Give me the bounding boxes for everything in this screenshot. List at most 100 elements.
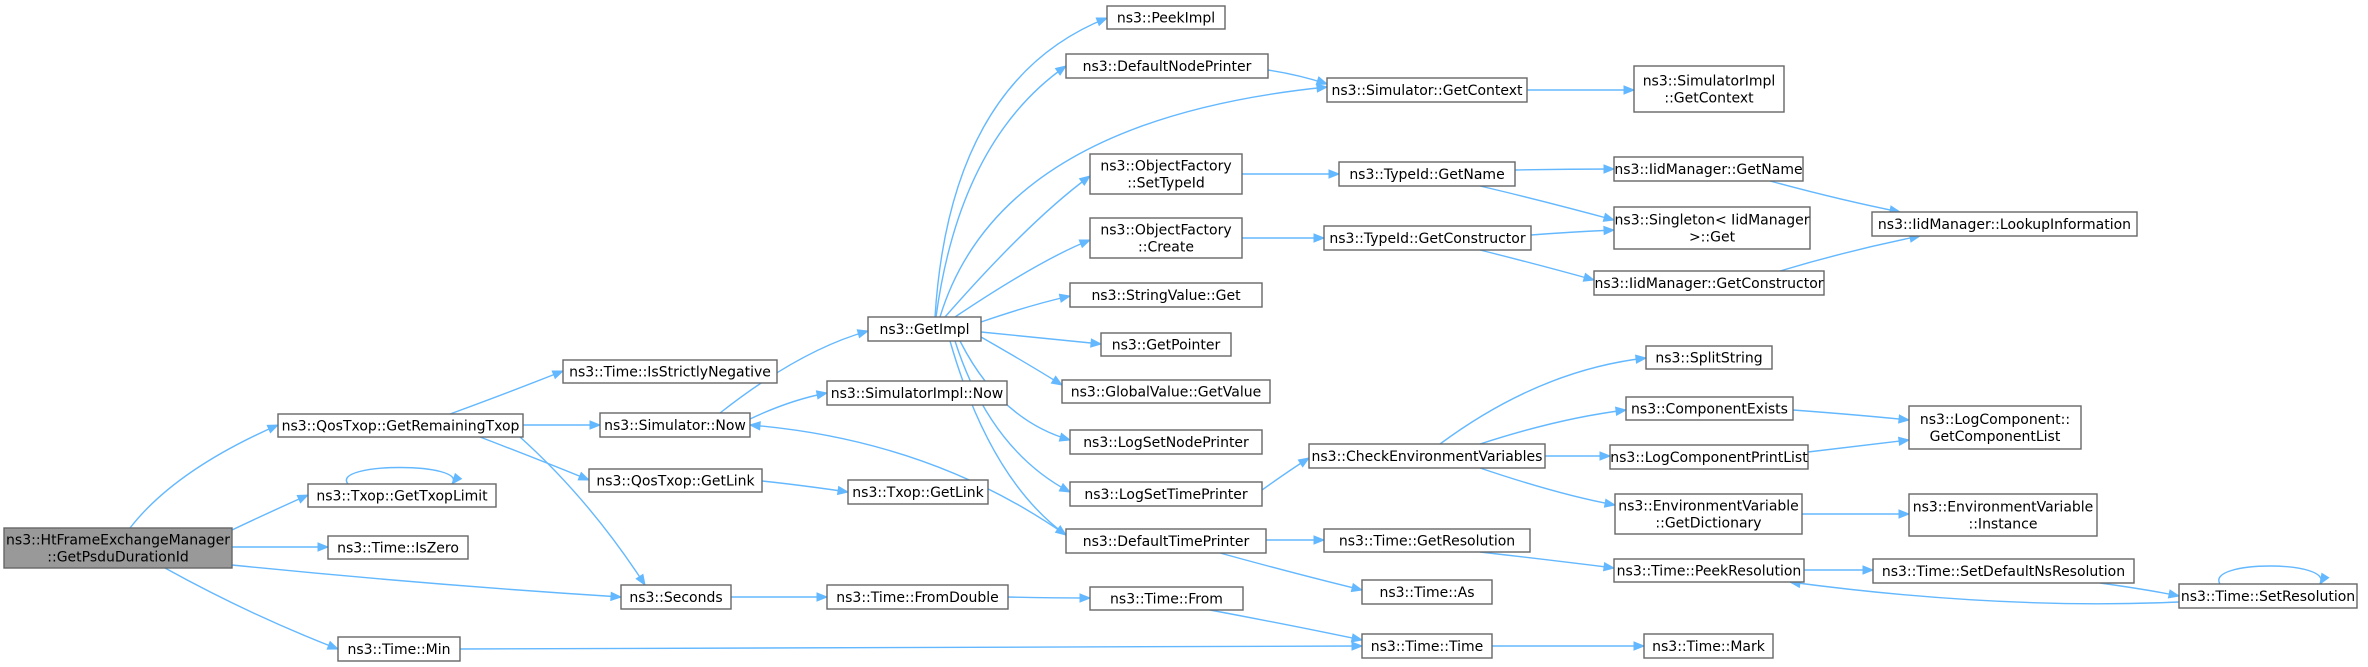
node-sim-now[interactable]: ns3::Simulator::Now (599, 412, 751, 438)
node-box (1633, 65, 1785, 113)
node-label: ns3::Time::Mark (1652, 639, 1766, 655)
node-label: ::GetPsduDurationId (47, 550, 188, 566)
node-label: ns3::Simulator::GetContext (1331, 83, 1523, 99)
node-time-from[interactable]: ns3::Time::From (1089, 586, 1244, 611)
node-label: ns3::EnvironmentVariable (1618, 499, 1799, 515)
node-label: GetComponentList (1930, 429, 2061, 445)
node-label: ::Instance (1969, 517, 2038, 533)
node-logcompprint[interactable]: ns3::LogComponentPrintList (1609, 444, 1809, 470)
node-box (1338, 161, 1516, 187)
node-box (277, 413, 524, 438)
node-label: ns3::DefaultTimePrinter (1083, 534, 1250, 550)
edge-time_getres-to-peekres (1479, 551, 1616, 572)
edge-deftimeprinter-to-time_as (1219, 552, 1364, 593)
node-label: ns3::ComponentExists (1631, 402, 1788, 418)
node-box (562, 359, 778, 384)
node-label: ns3::Time::IsStrictlyNegative (569, 365, 771, 381)
node-strictneg[interactable]: ns3::Time::IsStrictlyNegative (562, 359, 778, 384)
edge-envvar_getdict-to-envvar_instance (1801, 509, 1911, 519)
node-envvar-instance[interactable]: ns3::EnvironmentVariable::Instance (1908, 493, 2098, 537)
node-simimpl-getcontext[interactable]: ns3::SimulatorImpl::GetContext (1633, 65, 1785, 113)
edge-sim_now-to-getimpl (719, 329, 870, 414)
node-txop-getlink[interactable]: ns3::Txop::GetLink (847, 479, 989, 505)
arrowhead (1603, 225, 1616, 236)
node-iid-getctor[interactable]: ns3::IidManager::GetConstructor (1593, 270, 1825, 296)
node-box (1871, 211, 2138, 237)
node-typeid-getctor[interactable]: ns3::TypeId::GetConstructor (1323, 225, 1532, 251)
node-label: ns3::Time::FromDouble (836, 590, 999, 606)
node-time-as[interactable]: ns3::Time::As (1361, 579, 1493, 605)
node-setres[interactable]: ns3::Time::SetResolution (2178, 583, 2358, 609)
node-compexists[interactable]: ns3::ComponentExists (1625, 396, 1794, 421)
edge-qos_remaining-to-seconds (519, 436, 646, 587)
edge-root-to-qos_remaining (129, 424, 280, 529)
node-deftimeprinter[interactable]: ns3::DefaultTimePrinter (1065, 528, 1267, 554)
node-splitstring[interactable]: ns3::SplitString (1645, 345, 1773, 370)
node-box (1613, 156, 1804, 182)
node-typeid-getname[interactable]: ns3::TypeId::GetName (1338, 161, 1516, 187)
node-of-settypeid[interactable]: ns3::ObjectFactory::SetTypeId (1089, 153, 1243, 195)
node-fromdouble[interactable]: ns3::Time::FromDouble (826, 584, 1009, 610)
arrowhead (451, 472, 463, 486)
arrowhead (1316, 83, 1329, 93)
node-label: ::Create (1138, 240, 1194, 256)
node-getimpl[interactable]: ns3::GetImpl (867, 316, 982, 342)
node-stringvalue-get[interactable]: ns3::StringValue::Get (1069, 282, 1263, 308)
edge-of_create-to-typeid_getctor (1241, 233, 1326, 243)
node-qos-getlink[interactable]: ns3::QosTxop::GetLink (588, 468, 763, 493)
edge-sim_now-to-simimpl_now (749, 390, 829, 420)
node-label: ns3::IidManager::LookupInformation (1878, 217, 2131, 233)
node-envvar-getdict[interactable]: ns3::EnvironmentVariable::GetDictionary (1614, 493, 1803, 535)
arrowhead (816, 592, 829, 602)
arrowhead (1603, 164, 1616, 174)
node-seconds[interactable]: ns3::Seconds (620, 584, 732, 610)
node-time-mark[interactable]: ns3::Time::Mark (1643, 633, 1774, 659)
node-box (1361, 633, 1493, 659)
node-box (1065, 53, 1269, 79)
arrowhead (1297, 457, 1311, 468)
node-checkenv[interactable]: ns3::CheckEnvironmentVariables (1308, 443, 1546, 469)
node-logsettime[interactable]: ns3::LogSetTimePrinter (1069, 481, 1263, 507)
arrowhead (551, 370, 565, 380)
node-peekres[interactable]: ns3::Time::PeekResolution (1613, 558, 1805, 583)
node-label: ns3::ObjectFactory (1100, 159, 1231, 175)
node-setdefaultns[interactable]: ns3::Time::SetDefaultNsResolution (1872, 558, 2135, 584)
edge-qos_remaining-to-sim_now (522, 420, 602, 430)
arrowhead (1582, 272, 1596, 282)
node-logcomp-getlist[interactable]: ns3::LogComponent::GetComponentList (1908, 405, 2082, 450)
arrowhead (610, 591, 623, 602)
node-txop-limit[interactable]: ns3::Txop::GetTxopLimit (307, 483, 497, 508)
node-root[interactable]: ns3::HtFrameExchangeManager::GetPsduDura… (3, 527, 233, 569)
edge-compexists-to-logcomp_getlist (1792, 409, 1911, 424)
node-logsetnode[interactable]: ns3::LogSetNodePrinter (1069, 429, 1263, 455)
node-label: ns3::IidManager::GetName (1614, 162, 1802, 178)
node-getpointer[interactable]: ns3::GetPointer (1100, 332, 1232, 357)
arrowhead (1328, 169, 1341, 179)
arrowhead (1350, 582, 1364, 593)
node-box (867, 316, 982, 342)
arrowhead (1623, 85, 1636, 95)
node-defnodeprinter[interactable]: ns3::DefaultNodePrinter (1065, 53, 1269, 79)
node-iid-getname[interactable]: ns3::IidManager::GetName (1613, 156, 1804, 182)
node-min[interactable]: ns3::Time::Min (337, 636, 461, 662)
node-time-time[interactable]: ns3::Time::Time (1361, 633, 1493, 659)
node-simimpl-now[interactable]: ns3::SimulatorImpl::Now (826, 380, 1008, 406)
node-qos-remaining[interactable]: ns3::QosTxop::GetRemainingTxop (277, 413, 524, 438)
node-iszero[interactable]: ns3::Time::IsZero (327, 535, 469, 560)
edge-getimpl-to-logsettime (954, 340, 1072, 493)
node-label: ns3::Time::Time (1371, 639, 1483, 655)
node-box (1643, 633, 1774, 659)
node-singleton-get[interactable]: ns3::Singleton< IidManager>::Get (1613, 206, 1811, 250)
node-iid-lookup[interactable]: ns3::IidManager::LookupInformation (1871, 211, 2138, 237)
node-label: ns3::Txop::GetTxopLimit (316, 489, 488, 505)
node-peekimpl[interactable]: ns3::PeekImpl (1106, 5, 1226, 30)
node-of-create[interactable]: ns3::ObjectFactory::Create (1089, 217, 1243, 259)
node-globalvalue-get[interactable]: ns3::GlobalValue::GetValue (1061, 379, 1271, 404)
edge-getimpl-to-sim_getcontext (939, 83, 1329, 318)
arrowhead (1898, 509, 1911, 519)
node-time-getres[interactable]: ns3::Time::GetResolution (1323, 528, 1531, 553)
arrowhead (1313, 535, 1326, 545)
arrowhead (1602, 212, 1616, 222)
node-sim-getcontext[interactable]: ns3::Simulator::GetContext (1326, 77, 1528, 103)
